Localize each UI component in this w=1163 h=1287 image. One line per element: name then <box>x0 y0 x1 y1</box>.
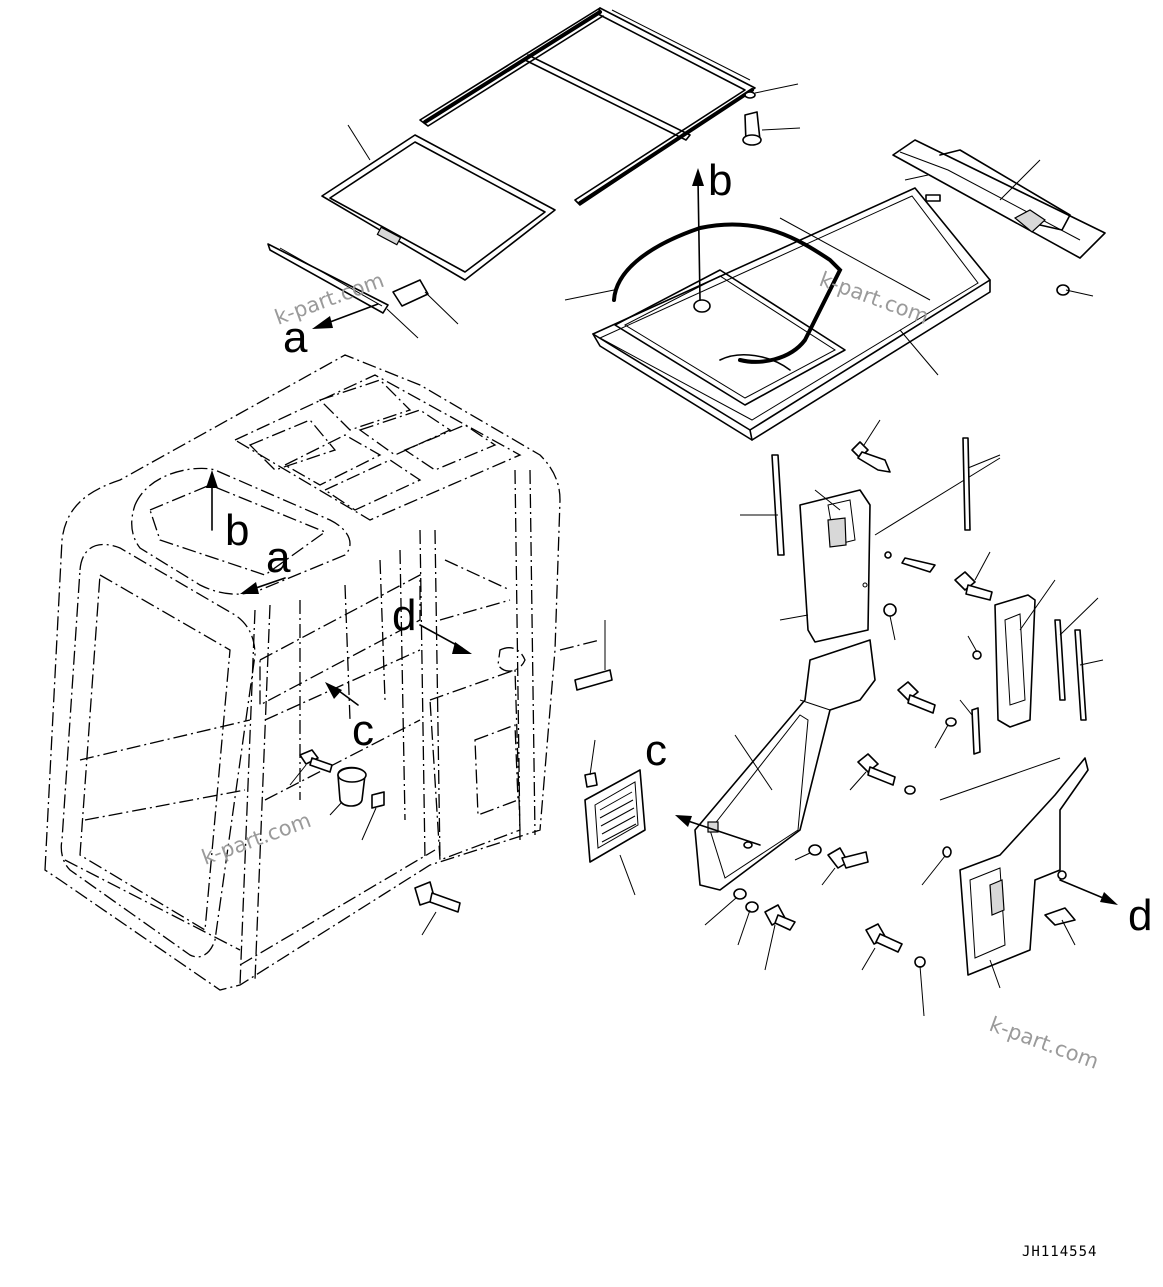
nut-corner <box>1057 870 1067 880</box>
view-label-b-upper: b <box>708 156 732 205</box>
cup-holder <box>329 766 367 816</box>
clip-corner-small <box>1044 907 1076 946</box>
bolt-mid-3 <box>821 847 869 886</box>
view-arrow-b-cab: b <box>206 470 249 555</box>
view-label-d-panel: d <box>1128 891 1152 940</box>
rear-corner-trim <box>939 757 1089 989</box>
bolt-right <box>954 551 993 601</box>
washer-mid-3 <box>794 844 822 861</box>
view-arrow-b-upper: b <box>692 156 732 301</box>
pillar-trim-right <box>994 579 1056 728</box>
weather-strip-right-3 <box>1074 629 1104 721</box>
view-arrow-c-panel: c <box>645 726 761 846</box>
bolt-mid-1 <box>897 681 936 714</box>
view-arrow-d-panel: d <box>1059 879 1152 940</box>
roof-cover <box>564 187 991 441</box>
clip-pillar <box>967 635 982 660</box>
bolt-top-center <box>851 419 891 473</box>
view-label-a-upper: a <box>283 313 308 362</box>
washer-lower-1 <box>704 888 747 926</box>
clip-screw <box>874 457 1001 573</box>
roof-glass-frame <box>419 7 756 206</box>
washer-mid-1 <box>934 717 957 749</box>
clip-round <box>883 603 897 641</box>
label-plate <box>574 620 613 691</box>
watermark: k-part.com <box>986 1012 1102 1074</box>
bolt-lower-2 <box>861 923 903 971</box>
bolt-cab-bottom <box>414 881 461 936</box>
sunshade-panel <box>321 124 556 281</box>
weather-strip-left <box>740 454 785 556</box>
view-label-b-cab: b <box>225 506 249 555</box>
watermark: k-part.com <box>816 267 932 329</box>
bolt-cab-inner <box>289 749 333 786</box>
roof-rail-strip <box>267 243 419 339</box>
view-label-c-cab: c <box>352 706 374 755</box>
view-label-c-panel: c <box>645 726 667 775</box>
rear-trim-panel <box>892 139 1106 297</box>
roof-bolt <box>742 83 801 146</box>
roof-bolt-left <box>392 279 459 325</box>
view-arrow-a-cab: a <box>240 533 291 594</box>
view-arrow-c-cab: c <box>325 682 374 755</box>
washer-lower-3 <box>914 956 926 1017</box>
washer-mid-2 <box>904 785 916 795</box>
clip-small <box>361 791 385 841</box>
bracket-small <box>959 699 981 755</box>
view-label-a-cab: a <box>266 533 291 582</box>
bolt-mid-2 <box>849 753 896 791</box>
clip-corner <box>921 846 952 886</box>
speaker-grille <box>584 739 646 896</box>
view-label-d-cab: d <box>392 591 416 640</box>
view-arrow-d-cab: d <box>392 591 472 654</box>
cab-frame <box>44 354 601 991</box>
washer-lower-2 <box>737 901 759 946</box>
weather-strip-right-2 <box>1054 597 1099 701</box>
weather-strip-right <box>962 437 1001 531</box>
bolt-lower-1 <box>764 904 796 971</box>
watermark: k-part.com <box>199 808 315 870</box>
drawing-number: JH114554 <box>1022 1244 1097 1260</box>
center-trim-panel <box>694 639 876 891</box>
view-arrow-a-upper: a <box>283 303 379 362</box>
pillar-trim-left <box>779 489 871 643</box>
